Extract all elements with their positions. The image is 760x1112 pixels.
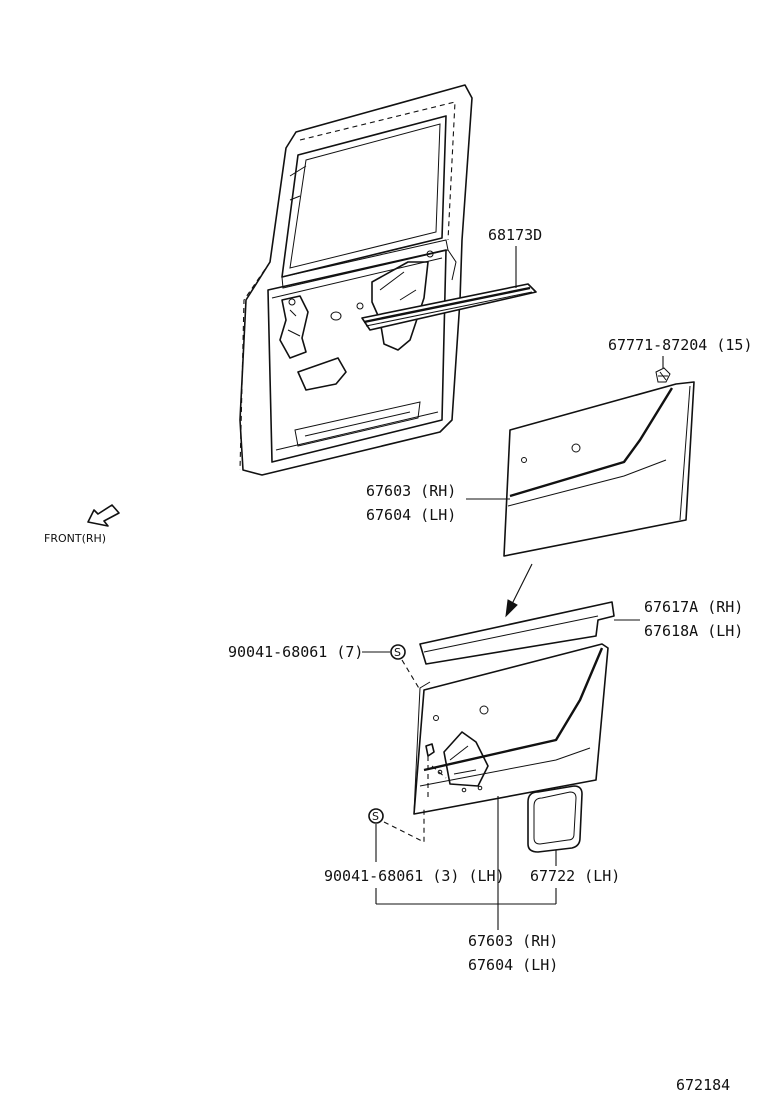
label-upper-panel-lh: 67604 (LH) [366,506,456,524]
grouping-bracket [375,888,557,905]
upper-trim-panel: 67603 (RH) 67604 (LH) [366,381,695,557]
label-screw-bottom: 90041-68061 (3) (LH) [324,867,505,885]
clip-part: 67771-87204 (15) [608,336,753,383]
door-frame [239,84,473,476]
screw-bottom-symbol: S [372,810,379,823]
cover-part: 67722 (LH) [527,785,620,885]
front-direction-indicator: FRONT(RH) [44,504,120,545]
label-clip: 67771-87204 (15) [608,336,753,354]
upper-garnish: 67617A (RH) 67618A (LH) [419,598,743,665]
screw-top-symbol: S [394,646,401,659]
label-screw-top: 90041-68061 (7) [228,643,363,661]
figure-number: 672184 [676,1076,730,1094]
label-front: FRONT(RH) [44,532,106,545]
label-lower-panel-rh: 67603 (RH) [468,932,558,950]
label-weatherstrip: 68173D [488,226,542,244]
screw-bottom: S 90041-68061 (3) (LH) [324,806,505,885]
label-garnish-lh: 67618A (LH) [644,622,743,640]
screw-top: S 90041-68061 (7) [228,643,421,691]
label-upper-panel-rh: 67603 (RH) [366,482,456,500]
lower-trim-panel [413,643,609,930]
label-cover: 67722 (LH) [530,867,620,885]
assembly-arrow [505,563,533,618]
label-garnish-rh: 67617A (RH) [644,598,743,616]
label-lower-panel-lh: 67604 (LH) [468,956,558,974]
weatherstrip-part: 68173D [361,226,542,331]
